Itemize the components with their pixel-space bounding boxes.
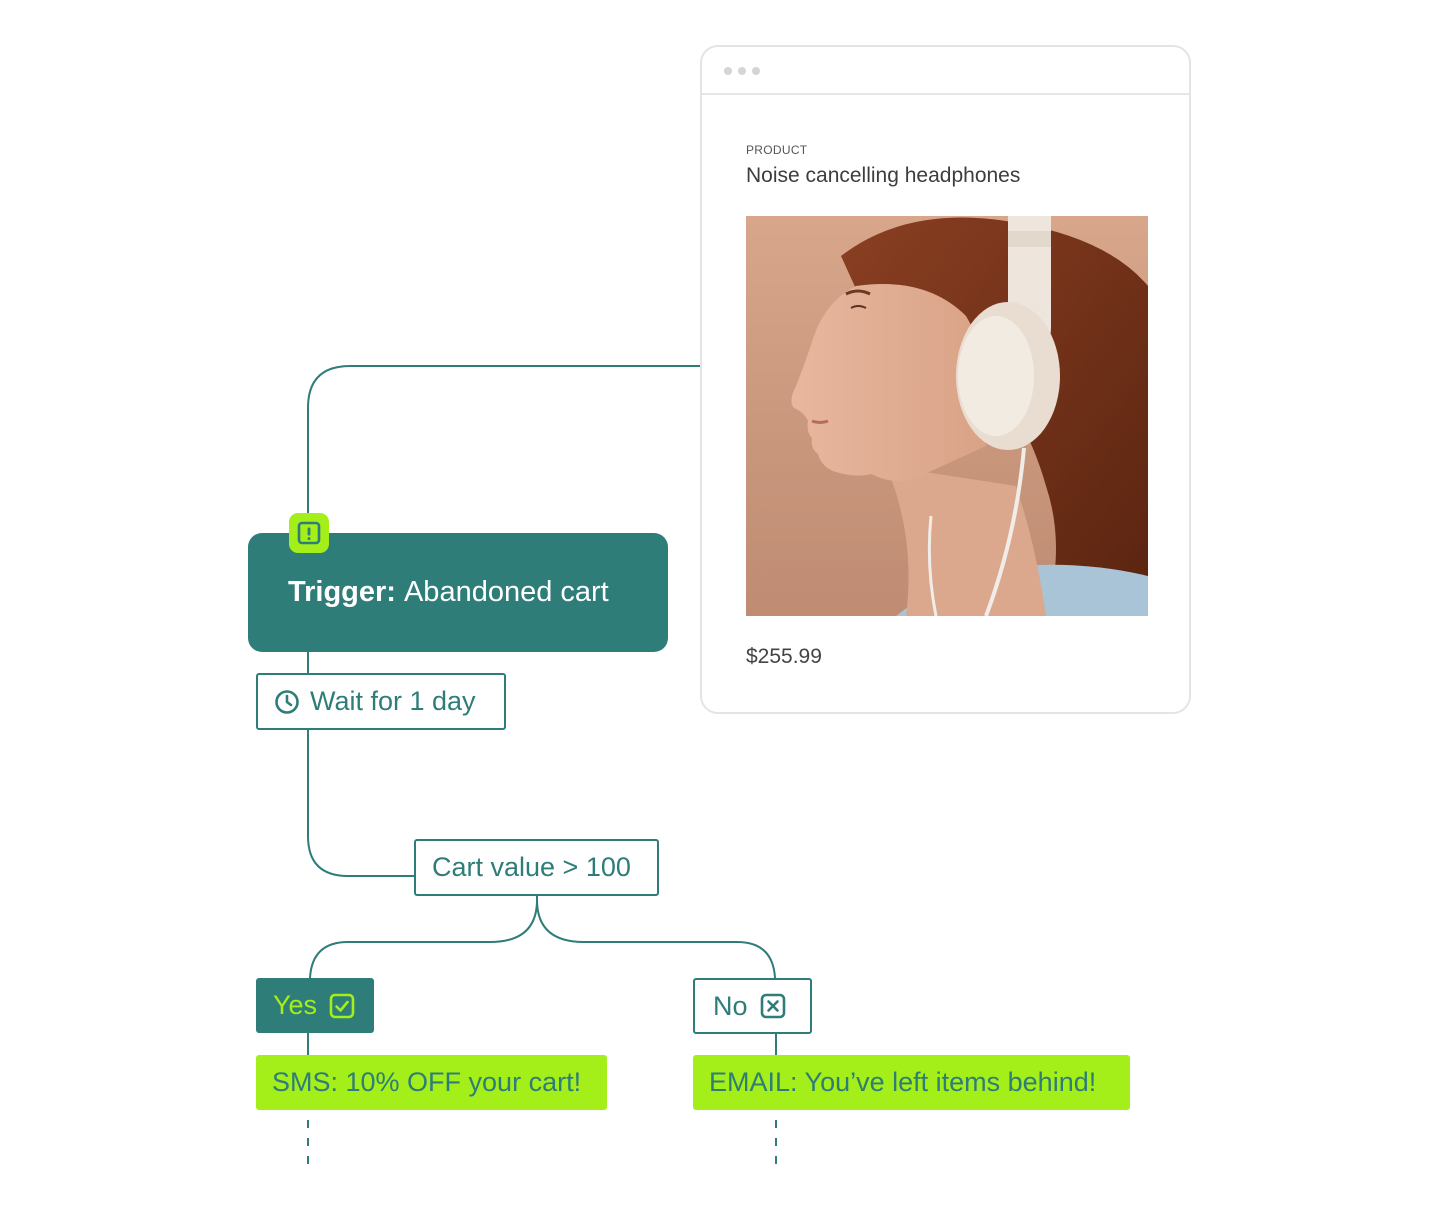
clock-icon bbox=[275, 689, 299, 714]
connector-card-to-trigger bbox=[307, 365, 700, 520]
yes-branch-node[interactable]: Yes bbox=[256, 978, 374, 1033]
wait-label: Wait for 1 day bbox=[310, 686, 476, 716]
card-window-bar bbox=[702, 47, 1189, 95]
product-card: PRODUCT Noise cancelling headphones bbox=[700, 45, 1191, 714]
woman-headphones-illustration bbox=[791, 216, 1148, 616]
check-box-icon bbox=[329, 993, 355, 1018]
condition-node[interactable]: Cart value > 100 bbox=[414, 839, 659, 896]
sms-action-node[interactable]: SMS: 10% OFF your cart! bbox=[256, 1055, 607, 1110]
product-price: $255.99 bbox=[746, 645, 822, 668]
trigger-value: Abandoned cart bbox=[403, 576, 609, 608]
product-title: Noise cancelling headphones bbox=[746, 164, 1021, 187]
sms-action-label: SMS: 10% OFF your cart! bbox=[272, 1067, 582, 1097]
connector-condition-to-yes bbox=[309, 896, 538, 979]
connector-wait-to-condition bbox=[307, 730, 414, 877]
x-box-icon bbox=[760, 993, 785, 1019]
email-action-label: EMAIL: You’ve left items behind! bbox=[709, 1067, 1097, 1097]
window-dot-icon bbox=[752, 67, 760, 75]
product-image bbox=[746, 216, 1148, 616]
trigger-label: Trigger: bbox=[288, 576, 396, 608]
window-dot-icon bbox=[724, 67, 732, 75]
connector-condition-to-no bbox=[536, 896, 776, 979]
product-label: PRODUCT bbox=[746, 143, 808, 157]
yes-label: Yes bbox=[273, 990, 318, 1020]
alert-icon bbox=[289, 513, 329, 553]
no-label: No bbox=[713, 990, 748, 1021]
wait-node[interactable]: Wait for 1 day bbox=[256, 673, 506, 730]
no-branch-node[interactable]: No bbox=[693, 978, 812, 1034]
email-action-node[interactable]: EMAIL: You’ve left items behind! bbox=[693, 1055, 1130, 1110]
condition-label: Cart value > 100 bbox=[432, 852, 631, 882]
window-dot-icon bbox=[738, 67, 746, 75]
trigger-node[interactable]: Trigger: Abandoned cart bbox=[248, 533, 668, 652]
